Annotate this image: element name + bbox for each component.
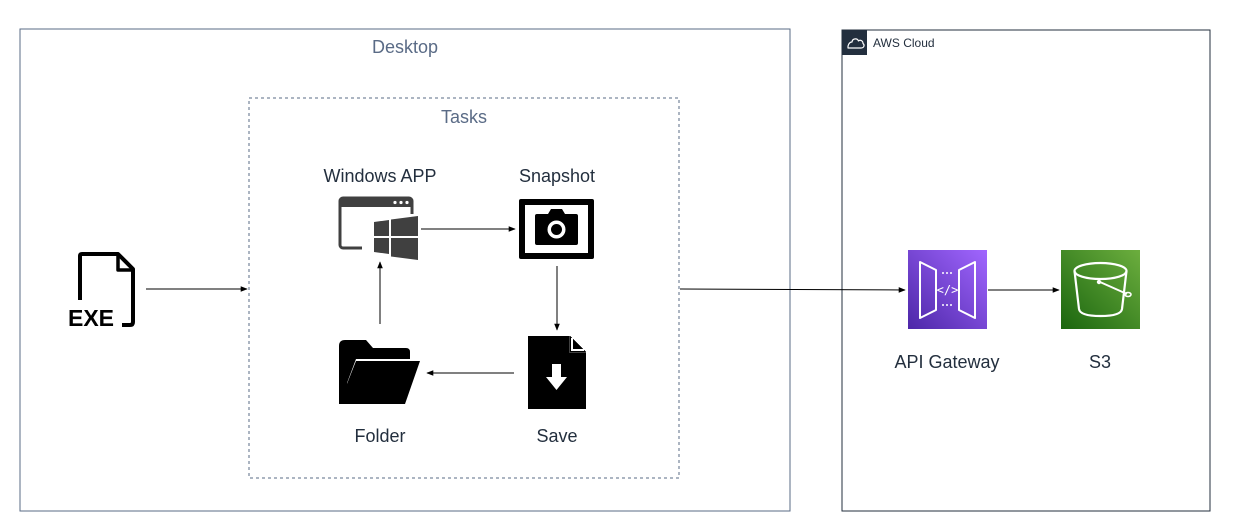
tasks-group-title: Tasks [441, 107, 487, 127]
aws-cloud-group: AWS Cloud [841, 29, 1211, 512]
s3-bucket-icon [1061, 250, 1140, 329]
windows-app-icon [338, 196, 424, 264]
api-gateway-icon: </> [908, 250, 987, 329]
windows-app-node: Windows APP [323, 166, 437, 264]
s3-node: S3 [1061, 250, 1140, 372]
windows-app-label: Windows APP [323, 166, 436, 186]
folder-node: Folder [339, 340, 420, 446]
edge-tasks-to-api-gateway[interactable] [679, 287, 906, 293]
open-folder-icon [339, 340, 420, 404]
folder-label: Folder [354, 426, 405, 446]
desktop-group: Desktop [19, 28, 791, 512]
cloud-icon [842, 30, 867, 55]
desktop-group-title: Desktop [372, 37, 438, 57]
aws-cloud-title: AWS Cloud [873, 36, 935, 50]
exe-badge: EXE [68, 305, 114, 331]
camera-icon [519, 199, 594, 259]
tasks-group: Tasks [248, 97, 680, 479]
snapshot-node: Snapshot [519, 166, 595, 259]
exe-file-icon: EXE [68, 252, 135, 331]
s3-label: S3 [1089, 352, 1111, 372]
api-gateway-label: API Gateway [894, 352, 999, 372]
api-gateway-node: </> API Gateway [894, 250, 1000, 372]
save-document-icon [528, 335, 587, 409]
snapshot-label: Snapshot [519, 166, 595, 186]
svg-text:</>: </> [937, 283, 959, 297]
save-node: Save [528, 335, 587, 446]
save-label: Save [536, 426, 577, 446]
edges [146, 226, 1060, 376]
